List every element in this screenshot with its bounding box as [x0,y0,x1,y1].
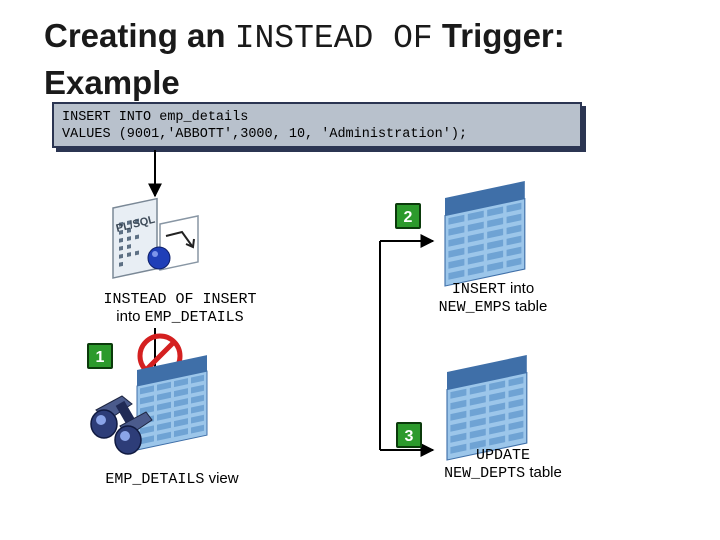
insert-new-emps-label: INSERT into NEW_EMPS table [408,280,578,316]
new-emps-table-icon [444,180,526,287]
step-badge-2: 2 [395,203,421,229]
binoculars-icon [90,395,153,455]
emp-details-view-table-icon [136,354,208,451]
insert-label-code: INSERT [451,281,506,298]
insert-label-suffix: into [505,280,535,297]
title-code: INSTEAD OF [234,20,433,57]
title-part1: Creating an [44,17,235,54]
plsql-document-icon [112,197,158,279]
insert-label-table-suffix: table [510,298,548,315]
update-label-table-code: NEW_DEPTS [444,465,526,482]
view-label: EMP_DETAILS view [72,470,272,488]
insert-label-table-code: NEW_EMPS [438,299,511,316]
title-part2: Trigger: [432,17,565,54]
trigger-label-line2-prefix: into [116,308,145,325]
step-badge-3: 3 [396,422,422,448]
trigger-label-line1: INSTEAD OF INSERT [103,291,257,308]
trigger-arrow-icon [147,215,199,271]
title-line2: Example [44,64,180,101]
step-badge-1: 1 [87,343,113,369]
new-depts-table-icon [446,354,528,461]
page-title: Creating an INSTEAD OF Trigger: Example [44,14,704,105]
sql-line-2: VALUES (9001,'ABBOTT',3000, 10, 'Adminis… [62,127,468,142]
sql-statement-box: INSERT INTO emp_details VALUES (9001,'AB… [52,102,582,148]
trigger-label: INSTEAD OF INSERT into EMP_DETAILS [80,290,280,326]
view-label-suffix: view [204,470,239,487]
trigger-label-line2-code: EMP_DETAILS [144,309,244,326]
update-label-table-suffix: table [525,464,562,481]
sql-line-1: INSERT INTO emp_details [62,110,249,125]
update-label-code: UPDATE [475,447,530,464]
view-label-code: EMP_DETAILS [105,471,205,488]
update-new-depts-label: UPDATE NEW_DEPTS table [413,446,593,482]
